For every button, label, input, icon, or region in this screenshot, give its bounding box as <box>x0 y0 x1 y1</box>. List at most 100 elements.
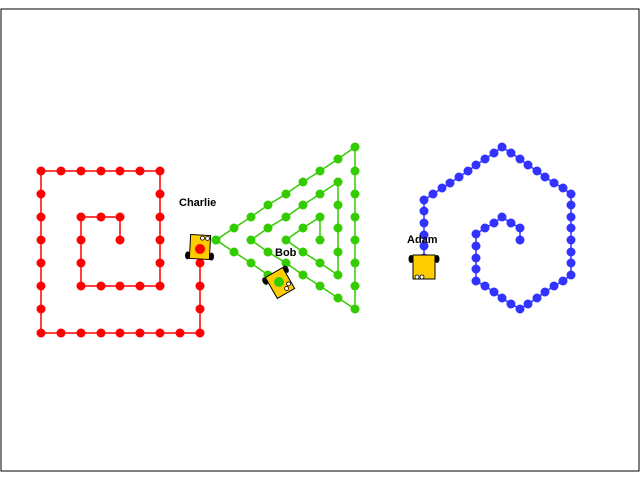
trail-charlie-dot <box>36 212 46 222</box>
trail-adam-dot <box>566 235 576 245</box>
trail-charlie-dot <box>36 189 46 199</box>
robot-bob-wheel-right <box>282 265 289 273</box>
trail-bob-dot <box>281 258 291 268</box>
trail-bob-dot <box>281 189 291 199</box>
trail-bob-dot <box>229 223 239 233</box>
trail-adam-dot <box>566 223 576 233</box>
trail-bob-dot <box>333 247 343 257</box>
robot-charlie-wheel-left <box>185 251 191 260</box>
trail-charlie-dot <box>96 166 106 176</box>
trail-adam-dot <box>523 160 533 170</box>
trail-bob-dot <box>350 235 360 245</box>
trail-adam-dot <box>566 200 576 210</box>
trail-charlie-dot <box>195 328 205 338</box>
trail-adam-dot <box>515 304 525 314</box>
trail-bob-dot <box>350 189 360 199</box>
trail-adam-dot <box>471 160 481 170</box>
trail-adam-dot <box>506 148 516 158</box>
trail-charlie-dot <box>195 258 205 268</box>
trail-adam-dot <box>558 276 568 286</box>
trail-bob-dot <box>246 235 256 245</box>
robot-adam-wheel-right <box>434 255 440 263</box>
trail-adam-dot <box>471 264 481 274</box>
trail-bob-dot <box>315 212 325 222</box>
trail-bob-dot <box>333 223 343 233</box>
trail-adam-dot <box>445 178 455 188</box>
trail-bob-dot <box>350 212 360 222</box>
trail-charlie-dot <box>135 281 145 291</box>
trail-adam-dot <box>497 212 507 222</box>
trail-bob-dot <box>315 166 325 176</box>
trail-adam-dot <box>515 154 525 164</box>
trail-charlie-dot <box>36 258 46 268</box>
trail-charlie-dot <box>155 281 165 291</box>
trail-adam-dot <box>419 230 429 240</box>
trail-adam-dot <box>558 183 568 193</box>
trail-adam-dot <box>566 247 576 257</box>
robot-label-bob: Bob <box>275 247 297 259</box>
trail-charlie-dot <box>36 235 46 245</box>
trail-charlie-dot <box>115 212 125 222</box>
trail-adam <box>419 142 576 314</box>
trail-charlie-dot <box>96 328 106 338</box>
trail-bob-dot <box>263 247 273 257</box>
trail-bob-dot <box>333 177 343 187</box>
trail-adam-dot <box>566 189 576 199</box>
trail-charlie-dot <box>115 235 125 245</box>
trail-bob-dot <box>350 258 360 268</box>
trail-adam-dot <box>489 218 499 228</box>
trail-bob-dot <box>350 142 360 152</box>
trail-charlie-dot <box>135 166 145 176</box>
robot-charlie-wheel-right <box>209 252 215 261</box>
trail-bob-dot <box>315 281 325 291</box>
trail-adam-dot <box>515 223 525 233</box>
robot-bob-marker <box>274 277 284 287</box>
robot-charlie-marker <box>195 244 205 254</box>
trail-adam-dot <box>471 276 481 286</box>
trail-charlie-dot <box>135 328 145 338</box>
robot-adam[interactable] <box>408 254 440 280</box>
trail-charlie-dot <box>96 212 106 222</box>
trail-charlie-dot <box>36 328 46 338</box>
trail-adam-dot <box>540 172 550 182</box>
trail-adam-dot <box>506 218 516 228</box>
trail-charlie-dot <box>56 166 66 176</box>
trail-charlie-dot <box>155 328 165 338</box>
trail-charlie-dot <box>155 258 165 268</box>
trail-adam-dot <box>419 218 429 228</box>
robot-charlie-eye-left <box>200 235 205 241</box>
trail-adam-dot <box>532 166 542 176</box>
trail-adam-dot <box>419 241 429 251</box>
robot-adam-wheel-left <box>408 255 414 263</box>
trail-bob-dot <box>315 189 325 199</box>
trail-adam-dot <box>454 172 464 182</box>
trail-charlie <box>36 166 205 338</box>
trail-adam-dot <box>471 241 481 251</box>
trail-charlie-dot <box>96 281 106 291</box>
trail-charlie-dot <box>195 304 205 314</box>
trail-adam-dot <box>471 229 481 239</box>
trail-charlie-dot <box>155 189 165 199</box>
trail-bob-dot <box>298 223 308 233</box>
trail-adam-dot <box>566 258 576 268</box>
robot-adam-eye-right <box>419 274 425 280</box>
trail-charlie-dot <box>36 304 46 314</box>
trail-charlie-dot <box>76 166 86 176</box>
robot-label-adam: Adam <box>407 234 438 246</box>
robot-bob-wheel-left <box>262 277 269 285</box>
trail-adam-dot <box>428 189 438 199</box>
trail-adam-dot <box>540 287 550 297</box>
trail-charlie-dot <box>56 328 66 338</box>
trail-charlie-dot <box>76 258 86 268</box>
trail-adam-dot <box>463 166 473 176</box>
trail-adam-dot <box>532 293 542 303</box>
trail-charlie-dot <box>36 166 46 176</box>
trail-bob-dot <box>333 154 343 164</box>
trail-adam-dot <box>566 212 576 222</box>
trail-charlie-dot <box>76 281 86 291</box>
robot-bob-eye-left <box>284 286 289 291</box>
trail-bob-dot <box>315 258 325 268</box>
trail-bob-dot <box>298 247 308 257</box>
trail-adam-dot <box>419 206 429 216</box>
trail-adam-dot <box>497 293 507 303</box>
